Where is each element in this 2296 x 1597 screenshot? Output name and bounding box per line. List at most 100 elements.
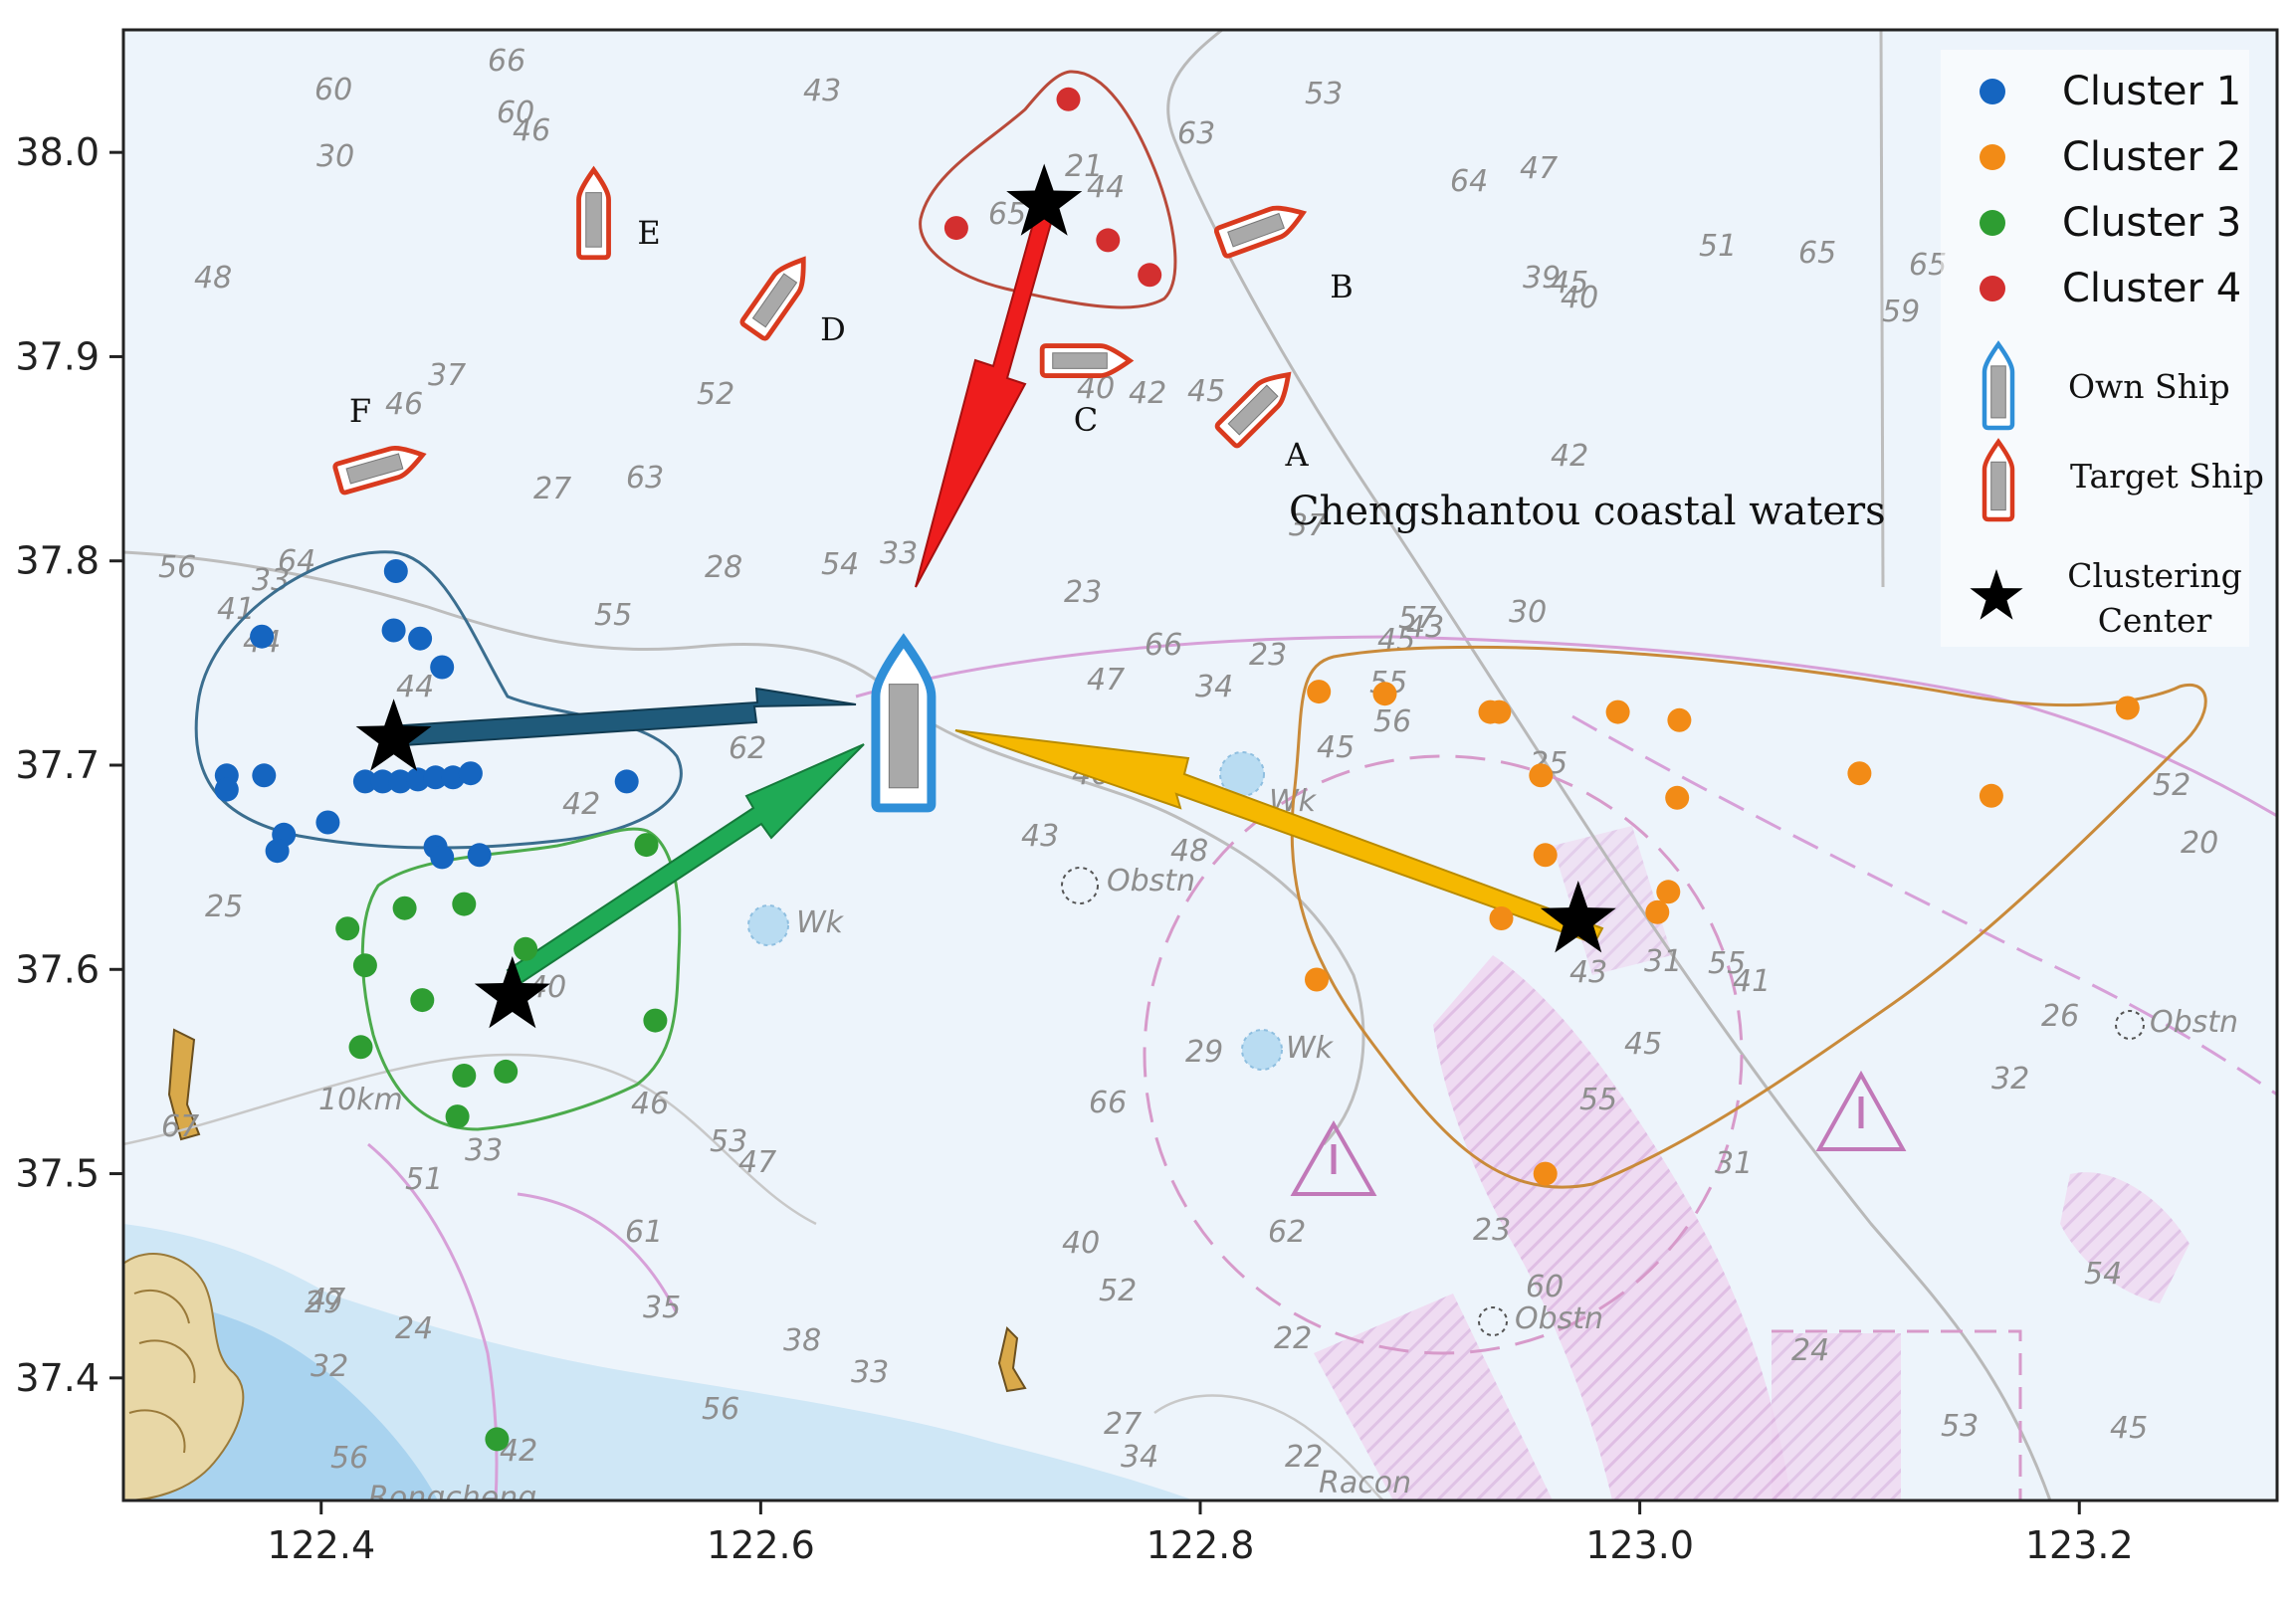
- traffic-lane-line: [1879, 30, 1885, 588]
- depth-sounding: 47: [308, 1283, 345, 1317]
- cluster-3-point: [452, 892, 477, 916]
- depth-sounding: 52: [2153, 768, 2191, 803]
- cluster-3-point: [514, 936, 538, 961]
- map-label-wreck: Wk: [1286, 1031, 1335, 1066]
- cluster-2-point: [1665, 785, 1690, 810]
- depth-sounding: 62: [1268, 1215, 1306, 1250]
- cluster-points: [214, 87, 2140, 1452]
- cluster-4-point: [1056, 87, 1081, 111]
- depth-sounding: 21: [1065, 149, 1103, 184]
- cluster-1-point: [370, 769, 395, 794]
- cluster-1-point: [430, 655, 455, 680]
- cluster-2-point: [1307, 680, 1332, 704]
- depth-sounding: 47: [738, 1145, 776, 1180]
- cluster-2-point: [1529, 763, 1554, 788]
- obstruction-symbol: [1478, 1306, 1508, 1336]
- depth-sounding: 32: [311, 1349, 348, 1384]
- legend-own-ship-icon-deck: [1990, 365, 2006, 419]
- legend-marker-clustering-center: [1970, 569, 2023, 620]
- depth-sounding: 30: [316, 139, 354, 174]
- depth-sounding: 33: [851, 1355, 889, 1390]
- legend-label-cluster-2: Cluster 2: [2062, 134, 2241, 180]
- depth-sounding: 24: [395, 1311, 433, 1346]
- cluster-1-point: [214, 777, 239, 802]
- cluster-centers: [355, 163, 1616, 1029]
- target-ship-f-deck: [345, 453, 404, 485]
- cluster-4-point: [943, 216, 968, 241]
- y-tick-label: 37.8: [15, 539, 100, 583]
- depth-sounding: 56: [702, 1392, 739, 1427]
- cluster-1-point: [408, 626, 433, 651]
- depth-sounding: 33: [880, 536, 918, 571]
- warning-mark: [1331, 1097, 1864, 1174]
- depth-contour: [1166, 30, 2052, 1500]
- depth-sounding: 24: [1791, 1333, 1829, 1368]
- limit-line: [517, 1192, 679, 1314]
- depth-sounding: 46: [631, 1087, 669, 1121]
- cluster-2-point: [1305, 967, 1329, 992]
- cluster-3-point: [494, 1059, 519, 1084]
- depth-sounding: 63: [626, 461, 664, 496]
- depth-sounding: 57: [1398, 601, 1436, 636]
- target-ship-c-deck: [1052, 352, 1108, 369]
- depth-sounding: 62: [729, 731, 766, 766]
- depth-sounding: 53: [1305, 77, 1343, 111]
- depth-sounding: 46: [513, 113, 550, 148]
- depth-sounding: 53: [1941, 1409, 1979, 1444]
- depth-sounding: 46: [385, 387, 423, 422]
- depth-sounding: 65: [988, 197, 1026, 232]
- target-ship-label: A: [1284, 436, 1309, 474]
- y-tick-label: 37.4: [15, 1356, 100, 1400]
- target-ship-label: D: [820, 310, 846, 348]
- depth-sounding: 63: [1177, 116, 1215, 151]
- legend-label-target-ship: Target Ship: [2070, 457, 2264, 496]
- depth-sounding: 45: [1624, 1027, 1662, 1062]
- cluster-3-point: [335, 916, 360, 941]
- cluster-2-hull: [1290, 645, 2207, 1189]
- obstruction-symbol: [1061, 867, 1099, 904]
- map-label-obstruction: Obstn: [1515, 1301, 1603, 1336]
- target-ship-d-deck: [751, 273, 798, 328]
- arrow-cluster-2: [954, 729, 1604, 945]
- land-mass: [123, 1253, 245, 1500]
- depth-sounding: 55: [1579, 1083, 1617, 1117]
- depth-sounding: 53: [710, 1124, 747, 1159]
- legend-target-ship-icon: [1982, 438, 2015, 522]
- legend-marker-cluster-3: [1980, 210, 2005, 236]
- depth-sounding: 23: [1473, 1213, 1511, 1248]
- precautionary-area: [1143, 754, 1744, 1355]
- depth-sounding: 60: [314, 73, 352, 107]
- legend-label-clustering-center-line2: Center: [2098, 601, 2212, 640]
- depth-sounding: 44: [1087, 170, 1125, 205]
- depth-sounding: 26: [2041, 999, 2079, 1034]
- cluster-2-point: [1847, 761, 1872, 786]
- cluster-3-point: [485, 1427, 510, 1452]
- depth-sounding: 23: [1249, 638, 1287, 673]
- depth-sounding: 67: [161, 1109, 199, 1144]
- target-ship-label: E: [637, 214, 660, 252]
- legend-marker-cluster-4: [1980, 276, 2005, 301]
- depth-sounding: 40: [1062, 1226, 1100, 1261]
- depth-sounding: 47: [1087, 663, 1125, 698]
- map-label-wreck: Wk: [796, 905, 845, 940]
- depth-sounding: 64: [278, 544, 315, 579]
- depth-sounding: 42: [562, 787, 600, 822]
- restricted-area: [1433, 955, 1791, 1500]
- depth-sounding: 60: [1526, 1270, 1564, 1304]
- depth-sounding: 64: [1450, 164, 1488, 199]
- cluster-2-point: [1656, 880, 1681, 904]
- target-ship-label: B: [1330, 268, 1354, 305]
- depth-sounding: 37: [1289, 508, 1327, 543]
- depth-sounding: 22: [1274, 1321, 1312, 1356]
- depth-sounding: 55: [594, 598, 632, 633]
- x-tick-label: 122.6: [707, 1523, 815, 1567]
- depth-sounding: 52: [1099, 1274, 1137, 1308]
- x-tick-label: 122.4: [267, 1523, 375, 1567]
- depth-sounding: 66: [1089, 1086, 1127, 1120]
- sea-area: [123, 30, 2277, 1500]
- cluster-3-point: [634, 833, 659, 858]
- wreck-symbol: [1241, 1029, 1283, 1071]
- target-ship-e: [576, 165, 611, 261]
- warning-triangle: [1290, 1119, 1377, 1196]
